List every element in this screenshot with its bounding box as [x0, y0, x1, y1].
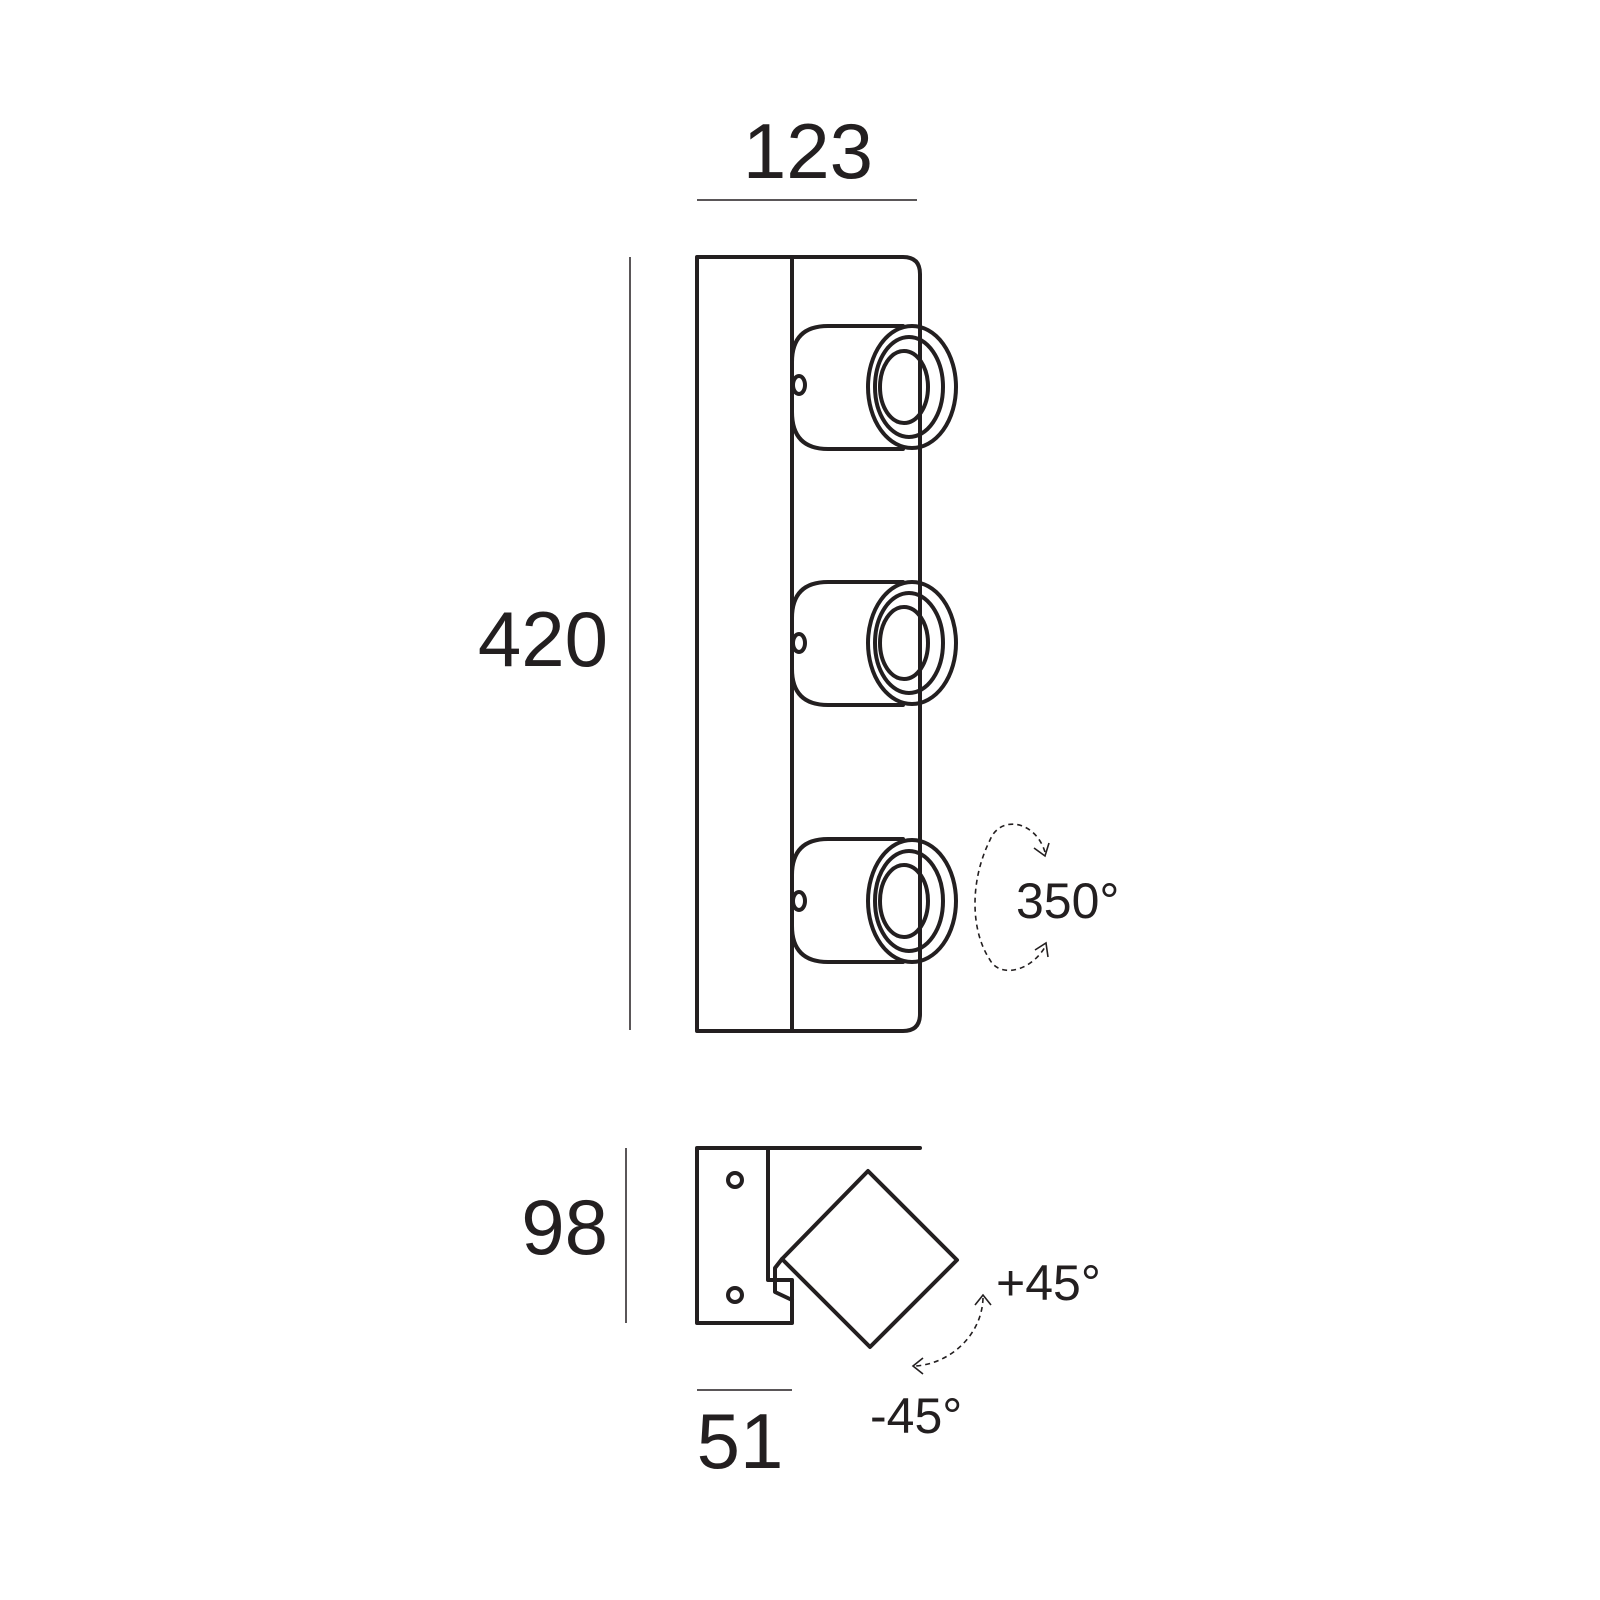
- mounting-bracket-outline: [695, 1146, 922, 1325]
- spotlight-head: [790, 580, 958, 707]
- tilted-spotlight-head: [780, 1169, 959, 1349]
- fixture-body-outline: [695, 255, 922, 1033]
- spotlight-head: [790, 324, 958, 451]
- rotation-angle-label: 350°: [1016, 873, 1119, 929]
- width-label: 123: [743, 107, 873, 195]
- side-view: 98 51 +45° -45°: [521, 1146, 1101, 1485]
- spotlight-head: [790, 837, 958, 964]
- front-view: 123 420: [478, 107, 1119, 1033]
- tilt-arrow-icon: [911, 1293, 992, 1375]
- height-label: 420: [478, 595, 608, 683]
- screw-icon: [726, 1286, 744, 1304]
- tilt-down-angle-label: -45°: [870, 1388, 962, 1444]
- tilt-up-angle-label: +45°: [996, 1255, 1101, 1311]
- spotlight-pivot: [773, 1257, 794, 1302]
- rotation-arrow-icon: [974, 823, 1050, 972]
- depth-label: 98: [521, 1183, 608, 1271]
- bracket-depth-label: 51: [697, 1397, 784, 1485]
- screw-icon: [726, 1171, 744, 1189]
